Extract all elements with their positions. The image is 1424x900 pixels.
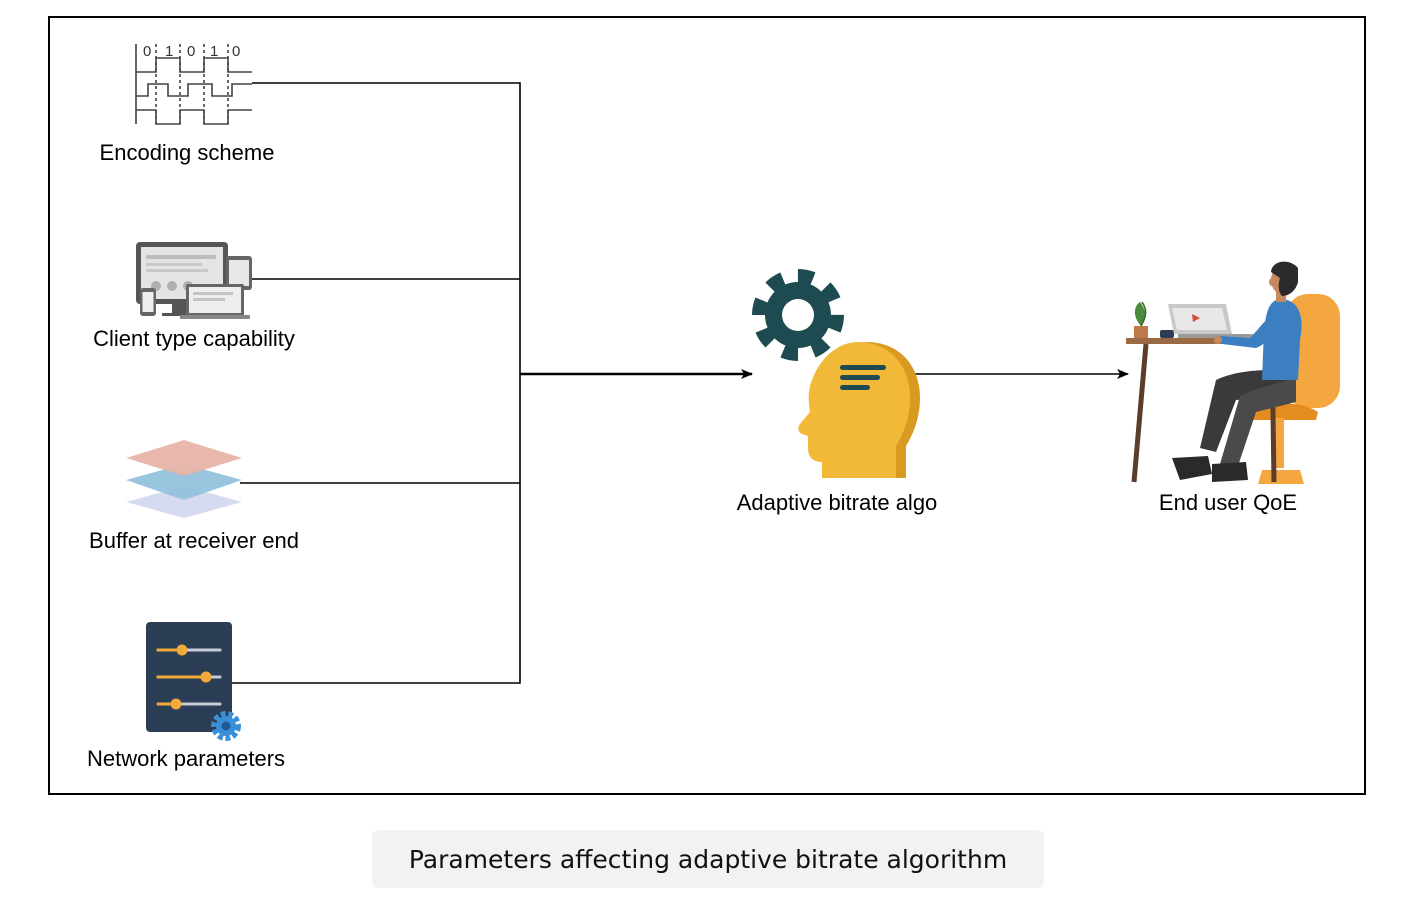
connector-network (230, 373, 521, 684)
network-parameters-label: Network parameters (86, 746, 286, 771)
small-gear-icon (211, 711, 241, 741)
bit-labels: 0 1 0 1 0 (143, 43, 240, 60)
bit-label: 0 (187, 43, 195, 60)
client-type-label: Client type capability (93, 326, 295, 351)
diagram-frame (48, 16, 1366, 795)
devices-icon (136, 242, 252, 319)
end-user-qoe-label: End user QoE (1158, 490, 1298, 515)
settings-panel-icon (146, 622, 241, 741)
caption-text: Parameters affecting adaptive bitrate al… (408, 844, 1008, 874)
bit-label: 0 (143, 43, 151, 60)
caption-box: Parameters affecting adaptive bitrate al… (372, 830, 1044, 888)
bit-label: 1 (165, 43, 173, 60)
connector-lines (230, 82, 1129, 684)
buffer-label: Buffer at receiver end (89, 528, 299, 553)
bit-label: 0 (232, 43, 240, 60)
adaptive-bitrate-algo-label: Adaptive bitrate algo (736, 490, 938, 515)
buffer-layers-icon (126, 440, 242, 518)
waveform-icon (135, 44, 252, 125)
encoding-scheme-label: Encoding scheme (99, 140, 275, 165)
gear-icon (752, 269, 844, 361)
bit-label: 1 (210, 43, 218, 60)
person-at-desk-icon (1126, 261, 1340, 484)
connector-encoding (252, 82, 521, 373)
head-icon (798, 342, 920, 478)
